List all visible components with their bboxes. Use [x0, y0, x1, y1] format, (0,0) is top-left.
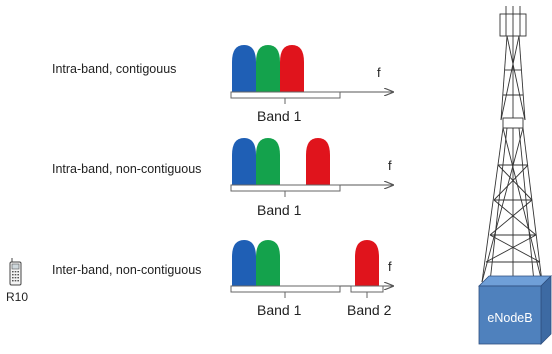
band-2-bracket	[350, 285, 384, 293]
row-intra-band-contiguous: Intra-band, contigouus f Band 1	[52, 45, 393, 124]
carrier-red	[280, 45, 304, 92]
user-device: R10	[6, 258, 28, 304]
frequency-axis-label: f	[388, 158, 392, 173]
carrier-green	[256, 138, 280, 185]
frequency-axis-label: f	[377, 65, 381, 80]
carrier-blue	[232, 240, 256, 286]
device-label: R10	[6, 290, 28, 304]
row-inter-band-non-contiguous: Inter-band, non-contiguous f Band 1 Band…	[52, 240, 393, 318]
enodeb: eNodeB	[478, 6, 552, 345]
antenna-tower-icon	[481, 6, 543, 283]
band-1-label: Band 1	[257, 302, 302, 318]
band-1-label: Band 1	[257, 108, 302, 124]
row-label: Intra-band, contigouus	[52, 62, 176, 76]
row-intra-band-non-contiguous: Intra-band, non-contiguous f Band 1	[52, 138, 393, 218]
band-1-label: Band 1	[257, 202, 302, 218]
band-1-bracket	[230, 285, 341, 293]
enodeb-box	[478, 275, 552, 345]
carrier-blue	[232, 138, 256, 185]
band-1-bracket	[230, 91, 341, 99]
frequency-axis-label: f	[388, 259, 392, 274]
phone-icon	[9, 258, 22, 286]
carrier-red	[355, 240, 379, 286]
row-label: Intra-band, non-contiguous	[52, 162, 201, 176]
enodeb-label: eNodeB	[487, 311, 532, 325]
band-1-bracket	[230, 184, 341, 192]
carrier-blue	[232, 45, 256, 92]
carrier-green	[256, 240, 280, 286]
carrier-green	[256, 45, 280, 92]
band-2-label: Band 2	[347, 302, 392, 318]
carrier-red	[306, 138, 330, 185]
row-label: Inter-band, non-contiguous	[52, 263, 201, 277]
